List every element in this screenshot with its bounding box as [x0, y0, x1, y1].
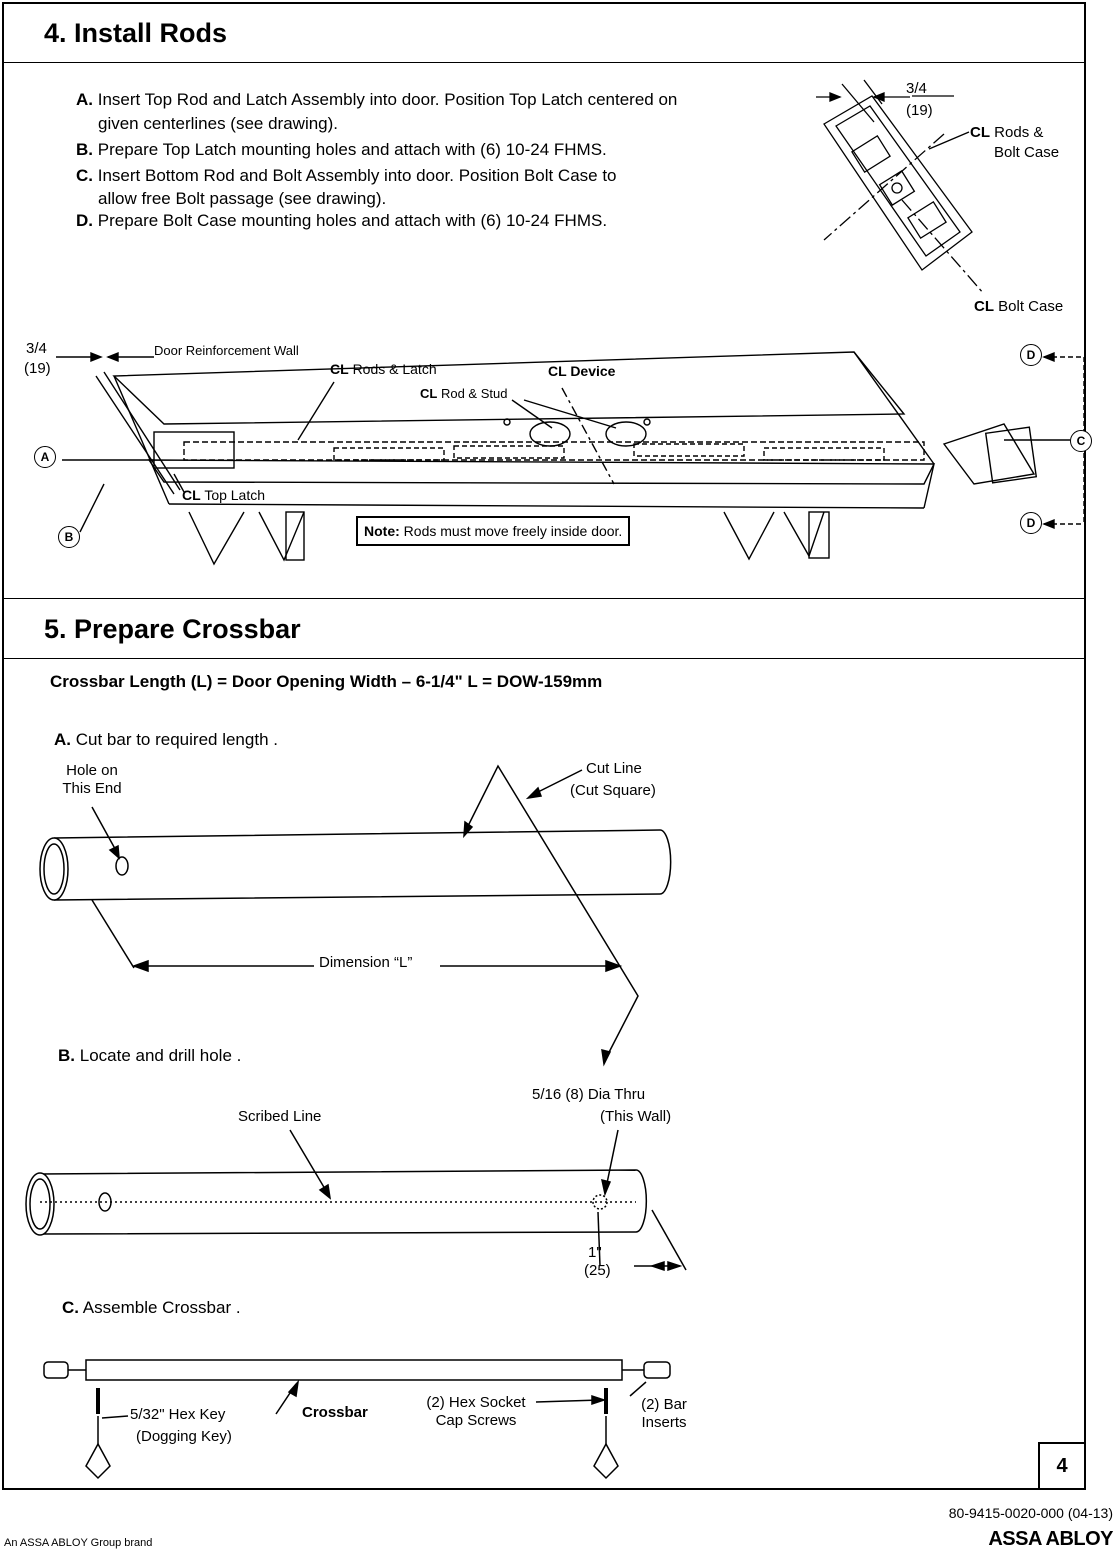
step-5b: B. Locate and drill hole .	[58, 1046, 242, 1065]
crossbar-label: Crossbar	[302, 1404, 368, 1421]
section5-divider-top	[4, 598, 1084, 599]
callout-c: C	[1070, 430, 1092, 452]
callout-a: A	[34, 446, 56, 468]
door-reinforcement-label: Door Reinforcement Wall	[154, 343, 299, 358]
cut-square-label: (Cut Square)	[570, 782, 656, 799]
step-4a-cont: given centerlines (see drawing).	[98, 114, 339, 133]
dimension-l-label: Dimension “L”	[316, 954, 416, 972]
crossbar-formula: Crossbar Length (L) = Door Opening Width…	[50, 672, 603, 691]
document-number: 80-9415-0020-000 (04-13)	[948, 1505, 1113, 1521]
scribed-line-label: Scribed Line	[238, 1108, 322, 1125]
cl-top-latch-label: CL Top Latch	[182, 487, 266, 503]
manual-page: 4. Install Rods A. Insert Top Rod and La…	[2, 2, 1092, 1490]
twenty-five-label: (25)	[584, 1262, 611, 1279]
detail-cl-bolt-case: CL Bolt Case	[974, 298, 1064, 315]
brand-note: An ASSA ABLOY Group brand	[4, 1537, 153, 1549]
hex-key-label: 5/32" Hex Key	[130, 1406, 226, 1423]
one-inch-label: 1"	[588, 1244, 602, 1261]
detail-dim-bottom: (19)	[906, 102, 933, 119]
step-4b: B. Prepare Top Latch mounting holes and …	[76, 140, 607, 159]
cut-line-label: Cut Line	[586, 760, 642, 777]
centerline-symbol: CL	[974, 298, 994, 315]
step-5c: C. Assemble Crossbar .	[62, 1298, 241, 1317]
cl-device-label: CL Device	[548, 363, 616, 379]
assa-abloy-logo: ASSA ABLOY	[988, 1528, 1113, 1550]
step-4c-cont: allow free Bolt passage (see drawing).	[98, 189, 387, 208]
centerline-symbol: CL	[182, 487, 201, 503]
dogging-key-label: (Dogging Key)	[136, 1428, 232, 1445]
cl-rods-latch-label: CL Rods & Latch	[330, 361, 437, 377]
centerline-symbol: CL	[330, 361, 349, 377]
callout-d-bottom: D	[1020, 512, 1042, 534]
page-number: 4	[1038, 1442, 1086, 1490]
door-dim-top: 3/4	[26, 340, 47, 357]
centerline-symbol: CL	[420, 386, 438, 401]
centerline-symbol: CL	[970, 124, 990, 141]
step-4c: C. Insert Bottom Rod and Bolt Assembly i…	[76, 166, 617, 185]
dia-thru-label: 5/16 (8) Dia Thru	[532, 1086, 646, 1103]
detail-dim-top: 3/4	[906, 80, 927, 97]
centerline-symbol: CL	[548, 363, 567, 379]
callout-d-top: D	[1020, 344, 1042, 366]
note-text: Rods must move freely inside door.	[403, 523, 623, 539]
door-dim-bottom: (19)	[24, 360, 51, 377]
detail-cl-rods-bolt-cont: Bolt Case	[994, 144, 1060, 161]
section4-divider	[4, 62, 1084, 63]
step-4d: D. Prepare Bolt Case mounting holes and …	[76, 211, 608, 230]
cl-rod-stud-label: CL Rod & Stud	[420, 386, 508, 401]
callout-b: B	[58, 526, 80, 548]
section5-title: 5. Prepare Crossbar	[44, 614, 301, 644]
section5-divider	[4, 658, 1084, 659]
note-box: Note: Rods must move freely inside door.	[356, 516, 631, 546]
step-5a: A. Cut bar to required length .	[54, 730, 278, 749]
section4-title: 4. Install Rods	[44, 18, 228, 48]
crossbar-drawing	[25, 764, 687, 1480]
this-wall-label: (This Wall)	[600, 1108, 672, 1125]
step-4a: A. Insert Top Rod and Latch Assembly int…	[76, 90, 678, 109]
note-label: Note:	[364, 523, 400, 539]
install-rods-drawing	[56, 79, 1085, 566]
detail-cl-rods-bolt: CL Rods &	[970, 124, 1044, 141]
